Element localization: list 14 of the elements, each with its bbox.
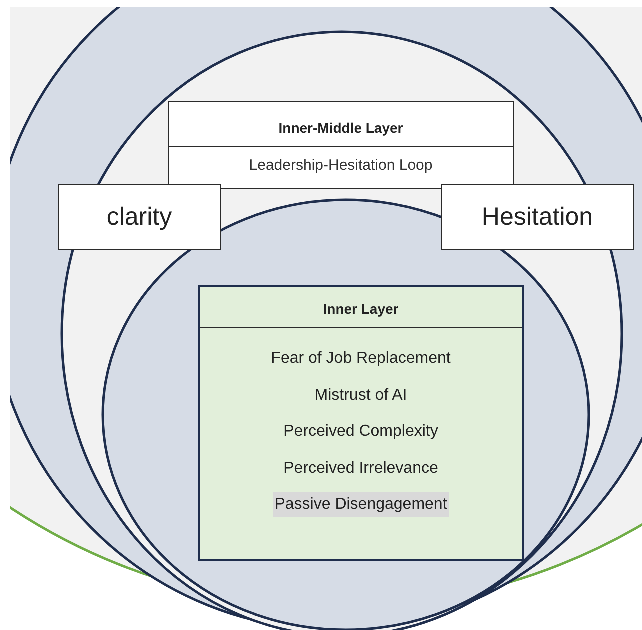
box-label: Hesitation (482, 202, 594, 232)
layer-box (168, 101, 514, 189)
label-box (441, 184, 634, 250)
label-box (58, 184, 221, 250)
factor-item: Perceived Complexity (282, 422, 440, 442)
layer-heading: Inner-Middle Layer (169, 102, 513, 147)
factor-item: Perceived Irrelevance (282, 458, 440, 478)
factor-item: Fear of Job Replacement (270, 349, 452, 369)
factor-item: Mistrust of AI (314, 386, 408, 406)
layer-heading: Inner Layer (200, 287, 522, 328)
layer-subtitle: Leadership-Hesitation Loop (248, 156, 434, 176)
factor-item: Passive Disengagement (272, 492, 450, 517)
layer-box (198, 285, 524, 561)
box-label: clarity (106, 202, 172, 232)
